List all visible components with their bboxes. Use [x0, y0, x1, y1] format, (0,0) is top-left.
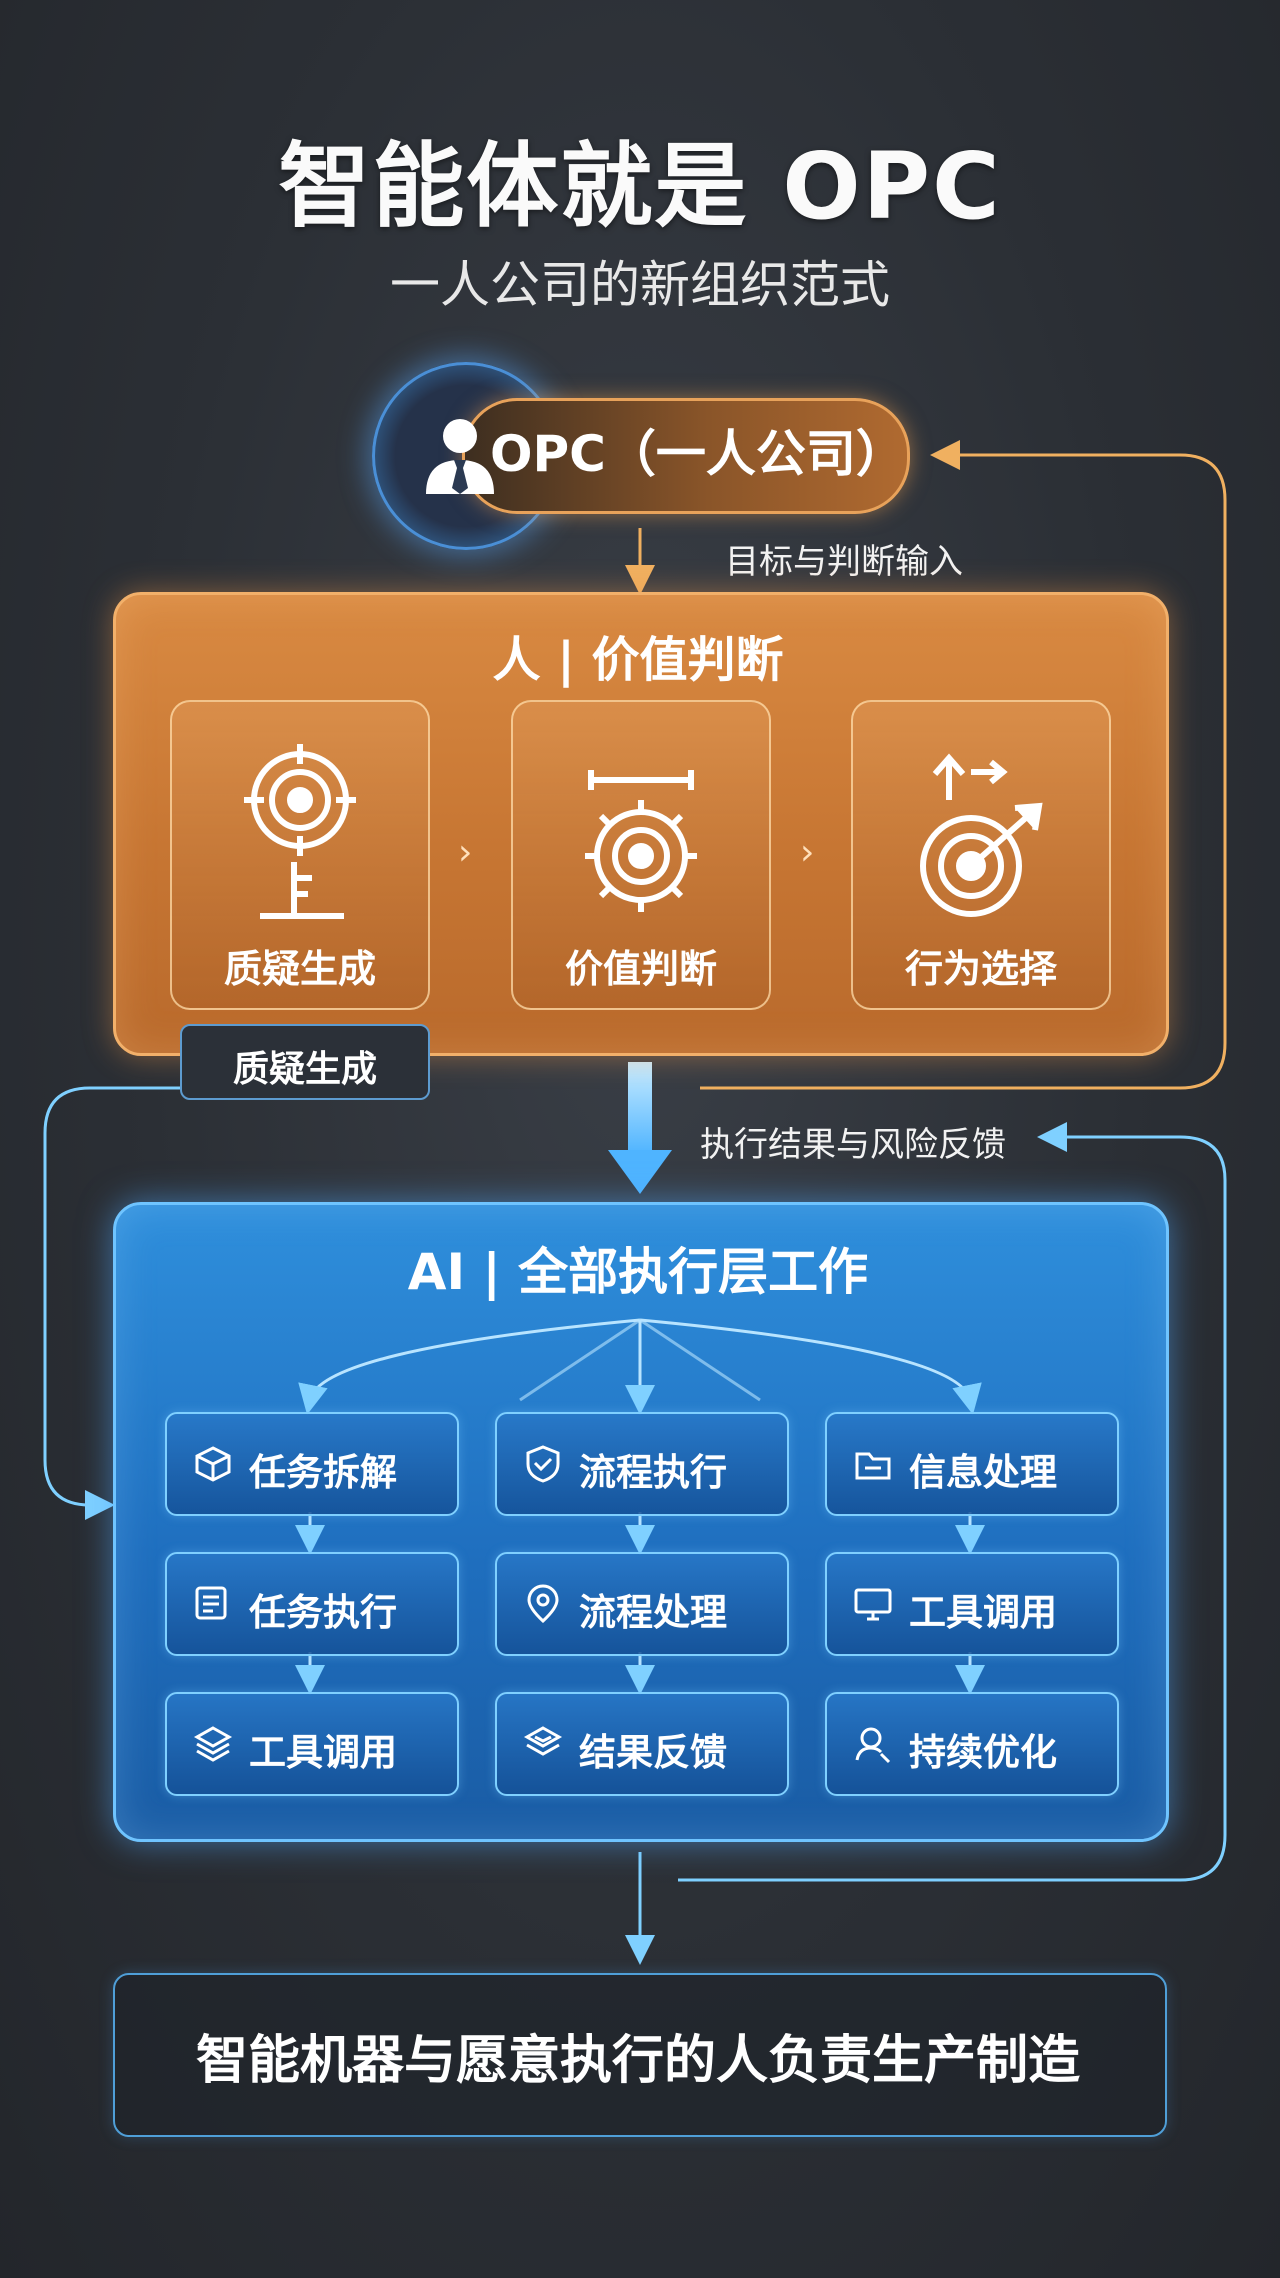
chevron-right-icon: ›: [458, 832, 473, 873]
ai-btn-label: 信息处理: [909, 1451, 1057, 1494]
question-tag-label: 质疑生成: [232, 1049, 377, 1090]
ai-btn-label: 工具调用: [909, 1591, 1057, 1634]
ai-btn-label: 持续优化: [909, 1731, 1057, 1774]
ai-btn-label: 任务执行: [249, 1591, 397, 1634]
human-to-ai-arrow-shaft: [628, 1062, 652, 1154]
ai-btn-label: 工具调用: [249, 1731, 397, 1774]
document-icon: [195, 1586, 227, 1620]
goal-loop-line: [700, 440, 1227, 1090]
human-to-ai-arrow-head: [608, 1150, 672, 1194]
human-card-label: 价值判断: [564, 947, 717, 991]
page-title: 智能体就是 OPC: [278, 133, 1002, 240]
ai-result-feedback: 结果反馈: [495, 1692, 789, 1796]
footer-box: [113, 1973, 1167, 2137]
opc-node: OPC（一人公司）: [372, 362, 914, 550]
ai-btn-label: 流程执行: [579, 1451, 727, 1494]
goal-input-label: 目标与判断输入: [725, 542, 963, 582]
page-subtitle: 一人公司的新组织范式: [390, 256, 890, 314]
ai-process-handle: 流程处理: [495, 1552, 789, 1656]
person-tie-icon: [426, 419, 494, 494]
target-arrow-icon: [920, 753, 1043, 917]
human-card-label: 质疑生成: [223, 947, 376, 991]
user-search-icon: [855, 1727, 891, 1764]
ai-btn-label: 流程处理: [579, 1591, 727, 1634]
human-card-value: 价值判断: [511, 700, 771, 1010]
location-icon: [527, 1584, 559, 1624]
folder-icon: [855, 1452, 891, 1480]
ai-btn-label: 结果反馈: [579, 1731, 727, 1774]
monitor-icon: [854, 1588, 892, 1621]
human-card-question: 质疑生成: [170, 700, 430, 1010]
opc-label: OPC（一人公司）: [490, 425, 906, 483]
ai-process-execute: 流程执行: [495, 1412, 789, 1516]
cube-icon: [195, 1446, 231, 1482]
ai-panel-title: AI | 全部执行层工作: [407, 1243, 869, 1301]
gear-target-icon: [585, 770, 697, 912]
feedback-loop-line: [678, 1122, 1227, 1882]
human-panel-title: 人 | 价值判断: [492, 632, 784, 688]
opc-bar: [462, 398, 910, 514]
ai-task-execute: 任务执行: [165, 1552, 459, 1656]
ai-continuous-optimize: 持续优化: [825, 1692, 1119, 1796]
footer-text: 智能机器与愿意执行的人负责生产制造: [195, 2031, 1080, 2091]
question-tag: 质疑生成: [180, 1024, 430, 1100]
question-loop-line: [43, 1086, 180, 1520]
human-card-label: 行为选择: [904, 947, 1057, 991]
feedback-label: 执行结果与风险反馈: [700, 1125, 1006, 1165]
stack-icon: [523, 1726, 563, 1756]
shield-icon: [526, 1445, 560, 1483]
layers-icon: [193, 1726, 233, 1762]
ai-task-decompose: 任务拆解: [165, 1412, 459, 1516]
ai-btn-label: 任务拆解: [249, 1451, 397, 1494]
chevron-right-icon: ›: [800, 832, 815, 873]
ai-info-process: 信息处理: [825, 1412, 1119, 1516]
ai-tool-call-2: 工具调用: [825, 1552, 1119, 1656]
ai-tool-call-1: 工具调用: [165, 1692, 459, 1796]
human-card-choice: 行为选择: [851, 700, 1111, 1010]
crosshair-scale-icon: [244, 744, 356, 919]
